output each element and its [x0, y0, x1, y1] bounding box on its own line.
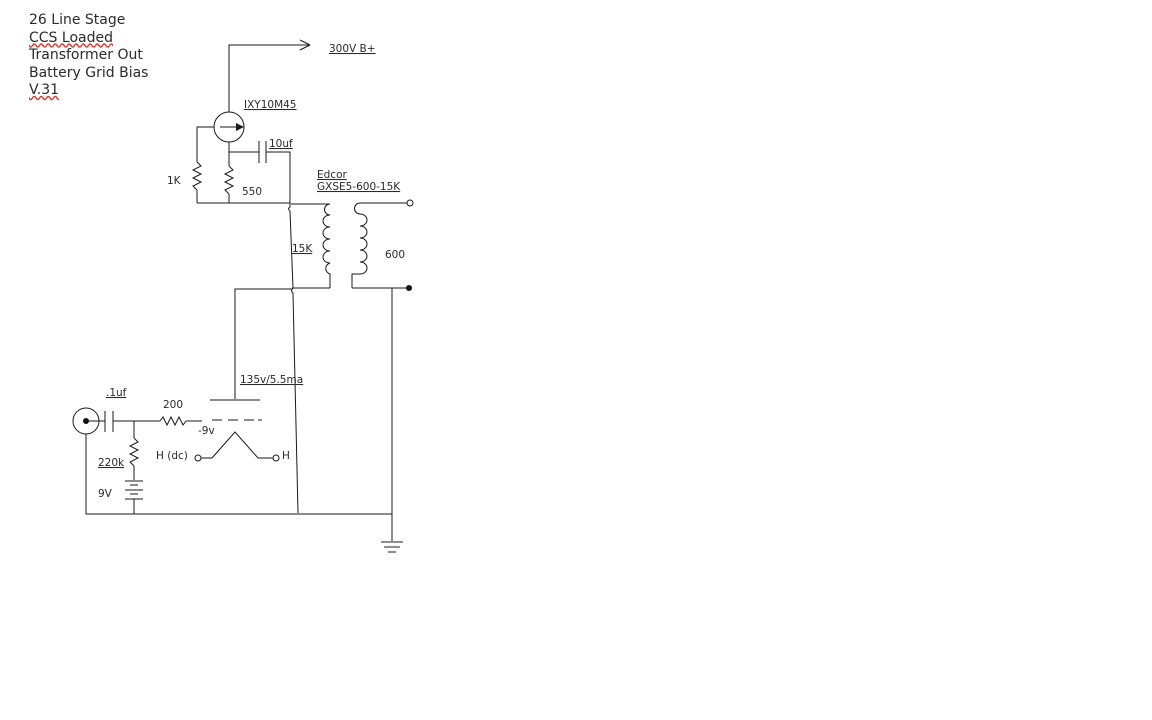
- ccs-current-source: [213, 111, 245, 152]
- title-block: 26 Line Stage CCS Loaded Transformer Out…: [29, 12, 148, 100]
- b-plus-supply: [228, 39, 311, 112]
- resistor-1k: [191, 126, 214, 203]
- heater-label: H: [282, 450, 290, 462]
- grid-bias-label: -9v: [198, 425, 215, 437]
- title-line-3: Transformer Out: [29, 47, 143, 63]
- title-line-5: V.31: [29, 82, 148, 100]
- grid-leak-label: 220k: [98, 457, 125, 469]
- ground-icon: [381, 541, 403, 553]
- operating-point-label: 135v/5.5ma: [240, 374, 303, 386]
- supply-label: 300V B+: [329, 43, 376, 55]
- battery-label: 9V: [98, 488, 113, 500]
- ground-return: [85, 288, 393, 541]
- title-line-1: 26 Line Stage: [29, 12, 126, 28]
- r-550-label: 550: [242, 186, 262, 198]
- secondary-terminal-filled: [406, 285, 412, 291]
- input-jack: [72, 407, 105, 435]
- xfmr-model-label: GXSE5-600-15K: [317, 181, 401, 193]
- transformer-primary: [288, 203, 331, 514]
- grid-stopper-label: 200: [163, 399, 183, 411]
- title-line-2-text: CCS Loaded: [29, 29, 113, 46]
- triode-26: [194, 399, 280, 462]
- heater-dc-label: H (dc): [156, 450, 188, 462]
- transformer-secondary: [351, 199, 414, 291]
- title-line-4: Battery Grid Bias: [29, 64, 149, 81]
- title-line-5-text: V.31: [29, 82, 60, 98]
- heater-dc-terminal: [194, 454, 202, 462]
- title-line-2: CCS Loaded: [29, 30, 148, 48]
- plate-lead: [234, 288, 292, 399]
- secondary-label: 600: [385, 249, 405, 261]
- primary-label: 15K: [292, 243, 313, 255]
- input-cap-label: .1uf: [106, 387, 127, 399]
- ccs-part-label: IXY10M45: [244, 99, 297, 111]
- r-1k-label: 1K: [167, 175, 182, 187]
- grid-leak-resistor: [128, 421, 140, 480]
- resistor-550: [223, 152, 235, 203]
- heater-terminal: [272, 454, 280, 462]
- grid-stopper-resistor: [159, 415, 202, 427]
- secondary-terminal-open: [406, 199, 414, 207]
- xfmr-maker-label: Edcor: [317, 169, 347, 181]
- input-capacitor: [104, 411, 160, 432]
- bias-battery: [125, 480, 143, 514]
- bypass-capacitor: [229, 141, 291, 203]
- bypass-cap-label: 10uf: [269, 138, 293, 150]
